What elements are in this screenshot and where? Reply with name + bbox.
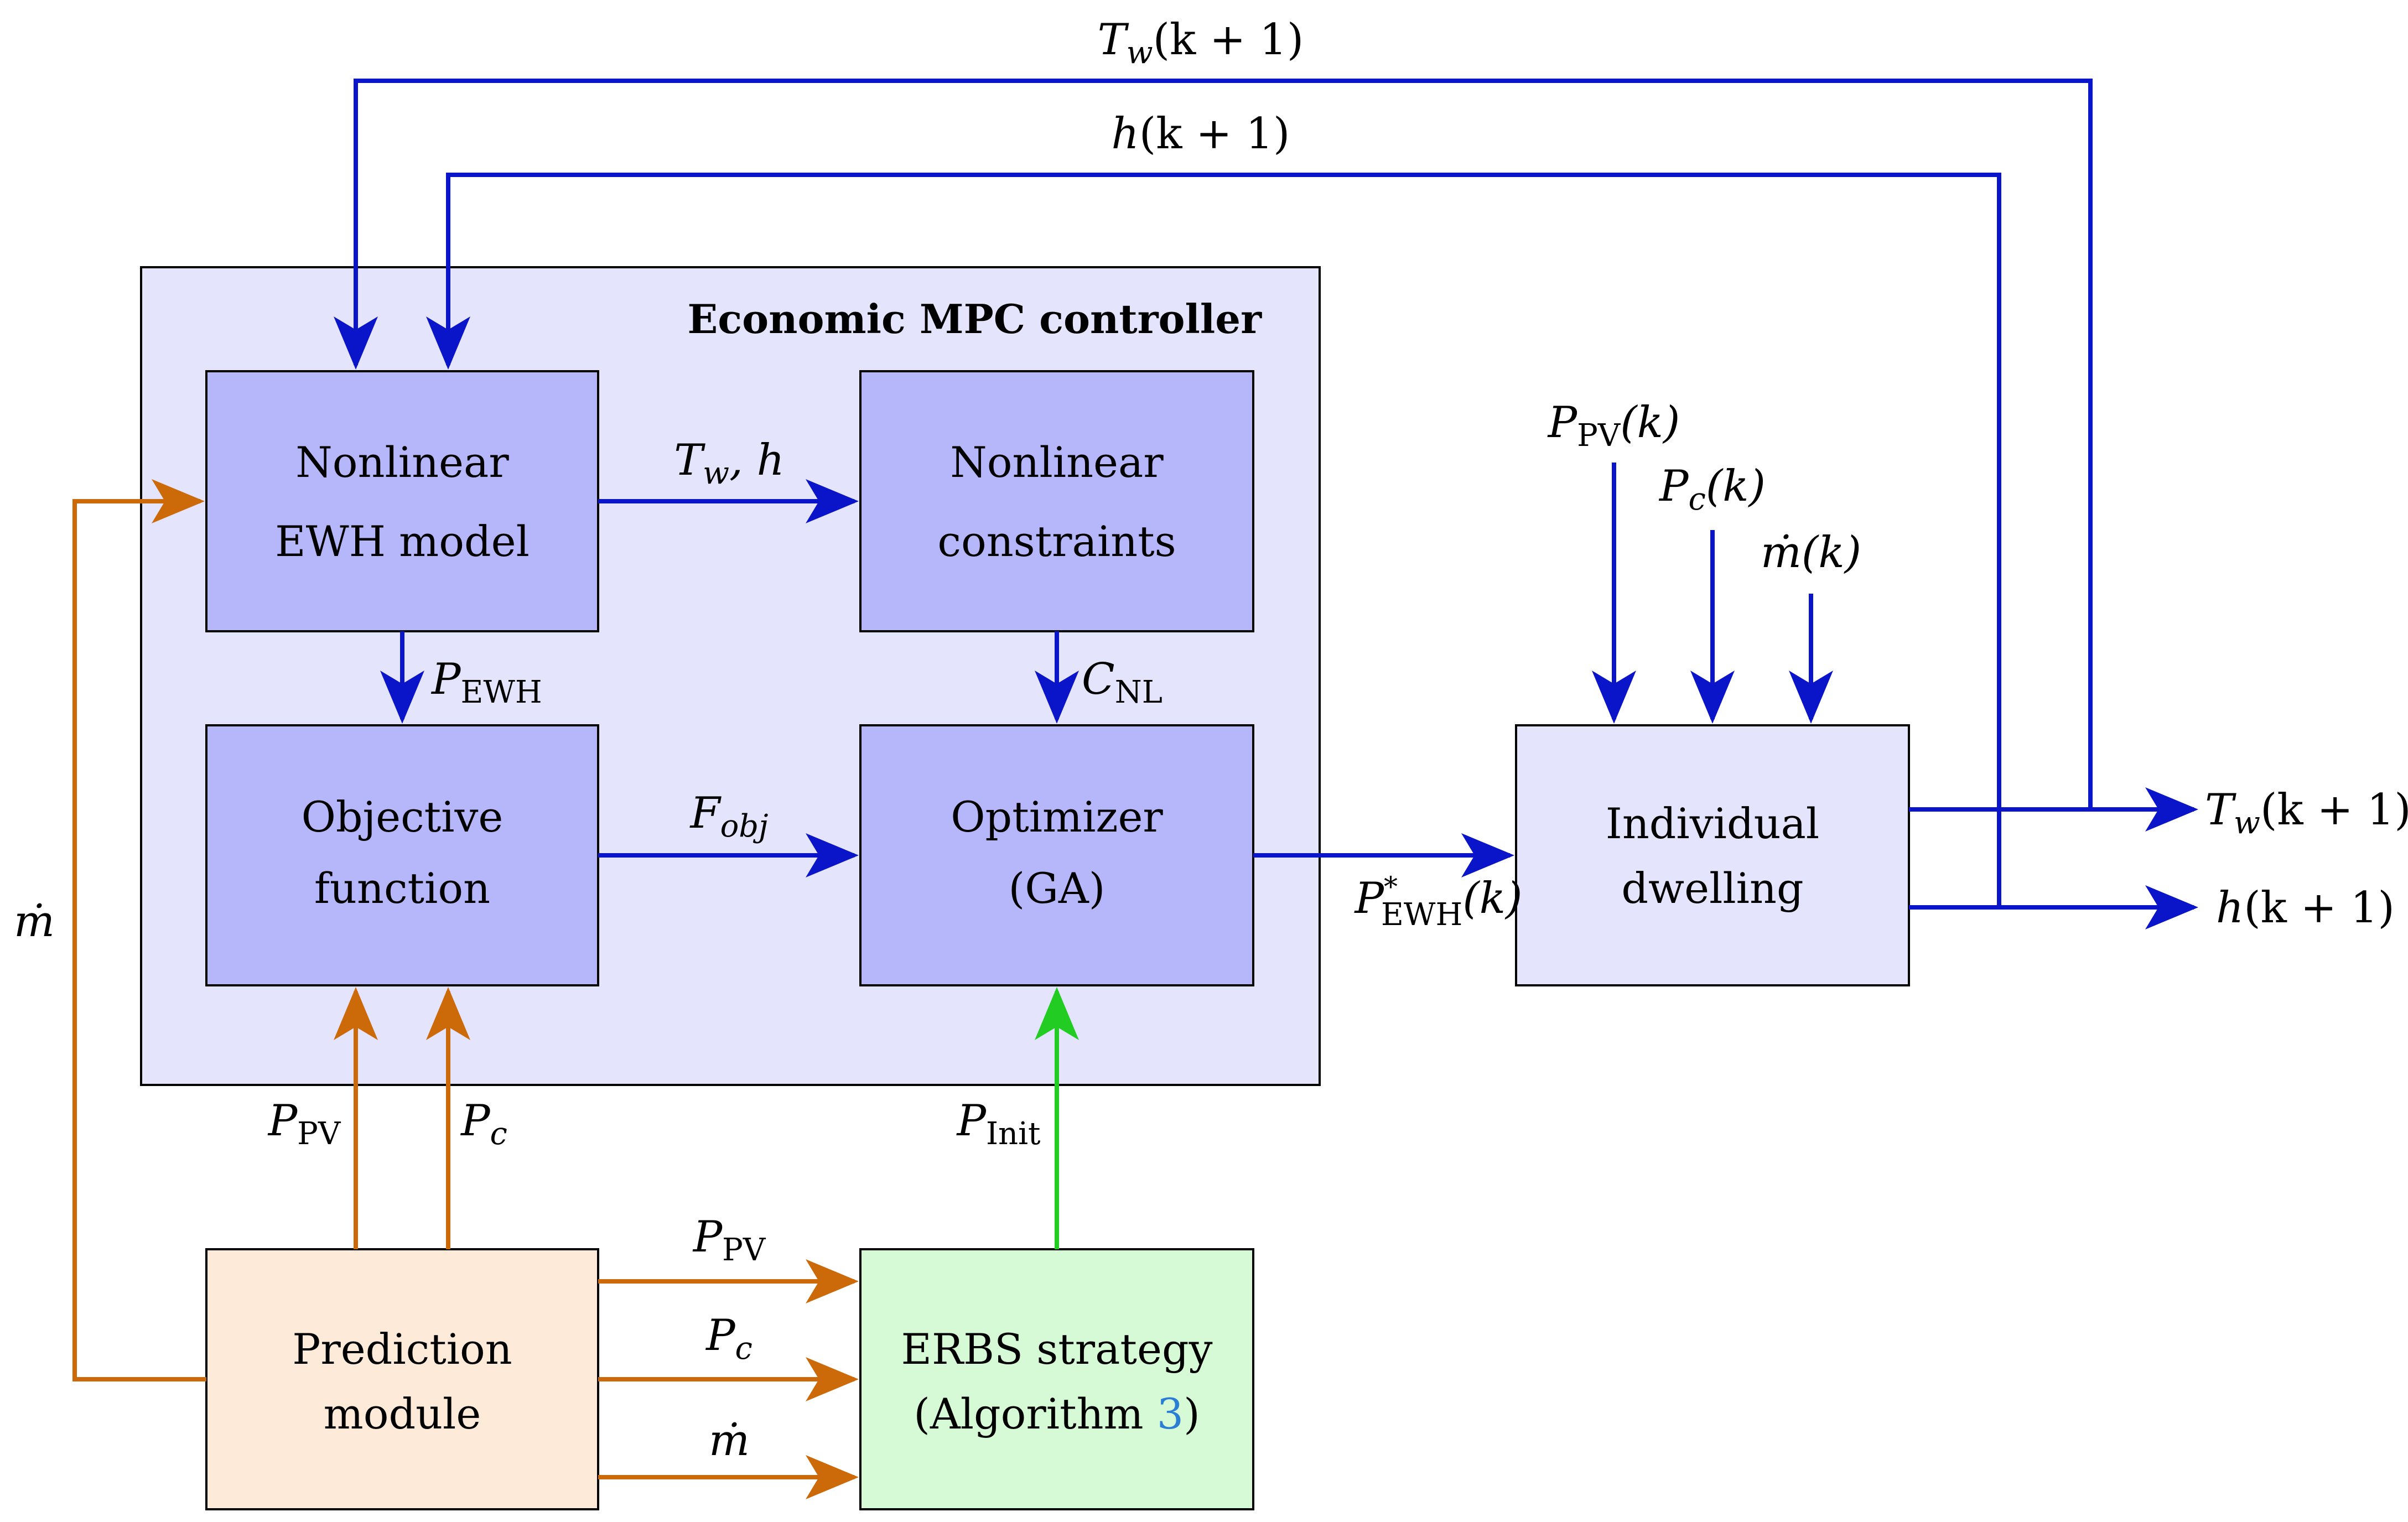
prediction-block: Prediction module: [205, 1248, 599, 1510]
mdot-right-label: ṁ: [709, 1416, 750, 1466]
erbs-label-2: (Algorithm 3): [914, 1389, 1200, 1438]
mdot-left-wire: [72, 479, 206, 1381]
constraints-label-2: constraints: [937, 517, 1176, 566]
objective-block: Objective function: [205, 724, 599, 986]
h-out-label: h(k + 1): [2216, 883, 2395, 933]
erbs-block: ERBS strategy (Algorithm 3): [859, 1248, 1254, 1510]
tw-feedback-label: Tw(k + 1): [1098, 15, 1304, 71]
h-feedback-label: h(k + 1): [1112, 109, 1290, 159]
optimizer-label-2: (GA): [1009, 864, 1106, 913]
tw-h-label: Tw, h: [674, 435, 785, 491]
objective-label-2: function: [314, 864, 490, 913]
p-ewh-star-label: P*EWH(k): [1354, 871, 1523, 933]
optimizer-block: Optimizer (GA): [859, 724, 1254, 986]
dwelling-block: Individual dwelling: [1515, 724, 1910, 986]
ewh-model-block: Nonlinear EWH model: [205, 370, 599, 632]
f-obj-label: Fobj: [689, 788, 768, 844]
mpc-controller-title: Economic MPC controller: [687, 295, 1262, 342]
tw-feedback-wire: [334, 79, 2093, 812]
dwelling-label-1: Individual: [1606, 799, 1819, 848]
prediction-label-1: Prediction: [292, 1324, 512, 1374]
pc-k-label: Pc(k): [1658, 461, 1766, 517]
optimizer-label-1: Optimizer: [951, 792, 1163, 841]
p-init-label: PInit: [956, 1096, 1041, 1152]
erbs-label-1: ERBS strategy: [901, 1324, 1212, 1374]
ewh-model-label-1: Nonlinear: [295, 438, 509, 487]
pc-up-label: Pc: [460, 1096, 507, 1152]
algorithm-ref-link[interactable]: 3: [1157, 1389, 1184, 1438]
ppv-up-label: PPV: [267, 1096, 341, 1152]
ppv-k-label: PPV(k): [1547, 398, 1680, 454]
mdot-left-label: ṁ: [14, 897, 55, 947]
pc-right-label: Pc: [705, 1311, 752, 1367]
h-feedback-wire: [426, 173, 2001, 910]
dwelling-label-2: dwelling: [1621, 864, 1803, 913]
constraints-block: Nonlinear constraints: [859, 370, 1254, 632]
ewh-model-label-2: EWH model: [275, 517, 530, 566]
objective-label-1: Objective: [302, 792, 504, 841]
constraints-label-1: Nonlinear: [950, 438, 1164, 487]
tw-out-label: Tw(k + 1): [2205, 785, 2408, 841]
prediction-label-2: module: [324, 1389, 481, 1438]
ppv-right-label: PPV: [692, 1212, 766, 1268]
p-ewh-label: PEWH: [430, 654, 542, 710]
c-nl-label: CNL: [1082, 654, 1163, 710]
mdot-k-label: ṁ(k): [1761, 528, 1861, 578]
